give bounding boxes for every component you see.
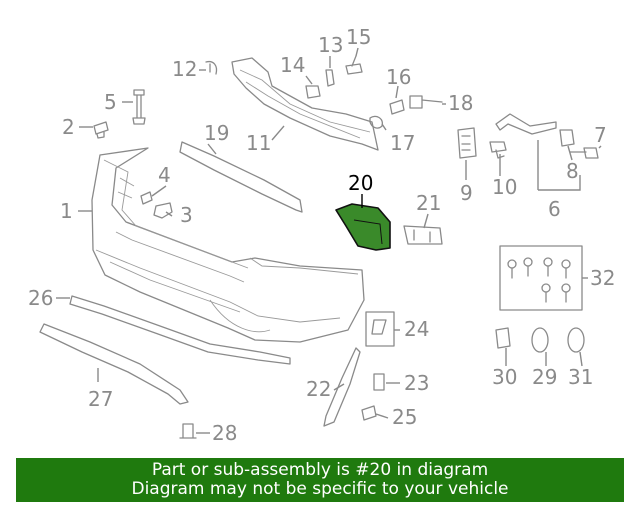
callout-30: 30: [492, 365, 517, 389]
callout-23: 23: [404, 371, 429, 395]
spoiler-strip-part: [179, 141, 303, 213]
callout-29: 29: [532, 365, 557, 389]
small-bracket-part: [305, 55, 363, 99]
callout-10: 10: [492, 175, 517, 199]
trim-strip-part: [69, 295, 291, 365]
callout-22: 22: [306, 377, 331, 401]
screw-part: [569, 147, 599, 159]
callout-32: 32: [590, 266, 615, 290]
guide-rail-part: [495, 113, 557, 135]
callout-25: 25: [392, 405, 417, 429]
info-banner: Part or sub-assembly is #20 in diagram D…: [16, 458, 624, 502]
banner-line-1: Part or sub-assembly is #20 in diagram: [151, 460, 489, 480]
bracket-part: [140, 191, 173, 219]
callout-8: 8: [566, 159, 579, 183]
reinforcement-beam-part: [231, 57, 379, 151]
callout-21: 21: [416, 191, 441, 215]
callout-4: 4: [158, 163, 171, 187]
bumper-cover-part: [91, 147, 365, 343]
highlighted-part-20[interactable]: [335, 203, 391, 251]
bolt-part: [132, 89, 146, 125]
retainer-clip-part: [559, 129, 575, 147]
screw-kit-part: [499, 245, 583, 311]
callout-labels: 1 2 3 4 5 6 7 8 9 10 11 12 13 14 15 16 1…: [28, 25, 615, 445]
callout-9: 9: [460, 181, 473, 205]
fastener-part: [369, 95, 443, 129]
callout-20[interactable]: 20: [348, 171, 373, 195]
label-part: [365, 311, 395, 347]
callout-31: 31: [568, 365, 593, 389]
callout-14: 14: [280, 53, 305, 77]
callout-11: 11: [246, 131, 271, 155]
callout-7: 7: [594, 123, 607, 147]
pad-part: [361, 405, 377, 421]
screw-part: [373, 373, 385, 391]
callout-26: 26: [28, 286, 53, 310]
callout-15: 15: [346, 25, 371, 49]
callout-6: 6: [548, 197, 561, 221]
callout-28: 28: [212, 421, 237, 445]
banner-line-2: Diagram may not be specific to your vehi…: [131, 479, 509, 499]
bolt-part: [179, 423, 197, 439]
callout-5: 5: [104, 90, 117, 114]
callout-13: 13: [318, 33, 343, 57]
callout-24: 24: [404, 317, 429, 341]
lower-bracket-part: [323, 347, 361, 427]
clip-part: [93, 121, 109, 139]
grommet-part: [495, 327, 585, 353]
callout-1: 1: [60, 199, 73, 223]
side-bracket-part: [403, 225, 443, 245]
callout-3: 3: [180, 203, 193, 227]
nut-bolt-part: [489, 141, 507, 159]
callout-18: 18: [448, 91, 473, 115]
mount-plate-part: [457, 127, 477, 159]
callout-27: 27: [88, 387, 113, 411]
leader-lines: [56, 47, 602, 434]
callout-17: 17: [390, 131, 415, 155]
callout-16: 16: [386, 65, 411, 89]
callout-12: 12: [172, 57, 197, 81]
hook-clip-part: [205, 60, 218, 75]
callout-19: 19: [204, 121, 229, 145]
lower-trim-part: [39, 323, 189, 405]
callout-2: 2: [62, 115, 75, 139]
exploded-parts-diagram: 1 2 3 4 5 6 7 8 9 10 11 12 13 14 15 16 1…: [28, 25, 615, 445]
